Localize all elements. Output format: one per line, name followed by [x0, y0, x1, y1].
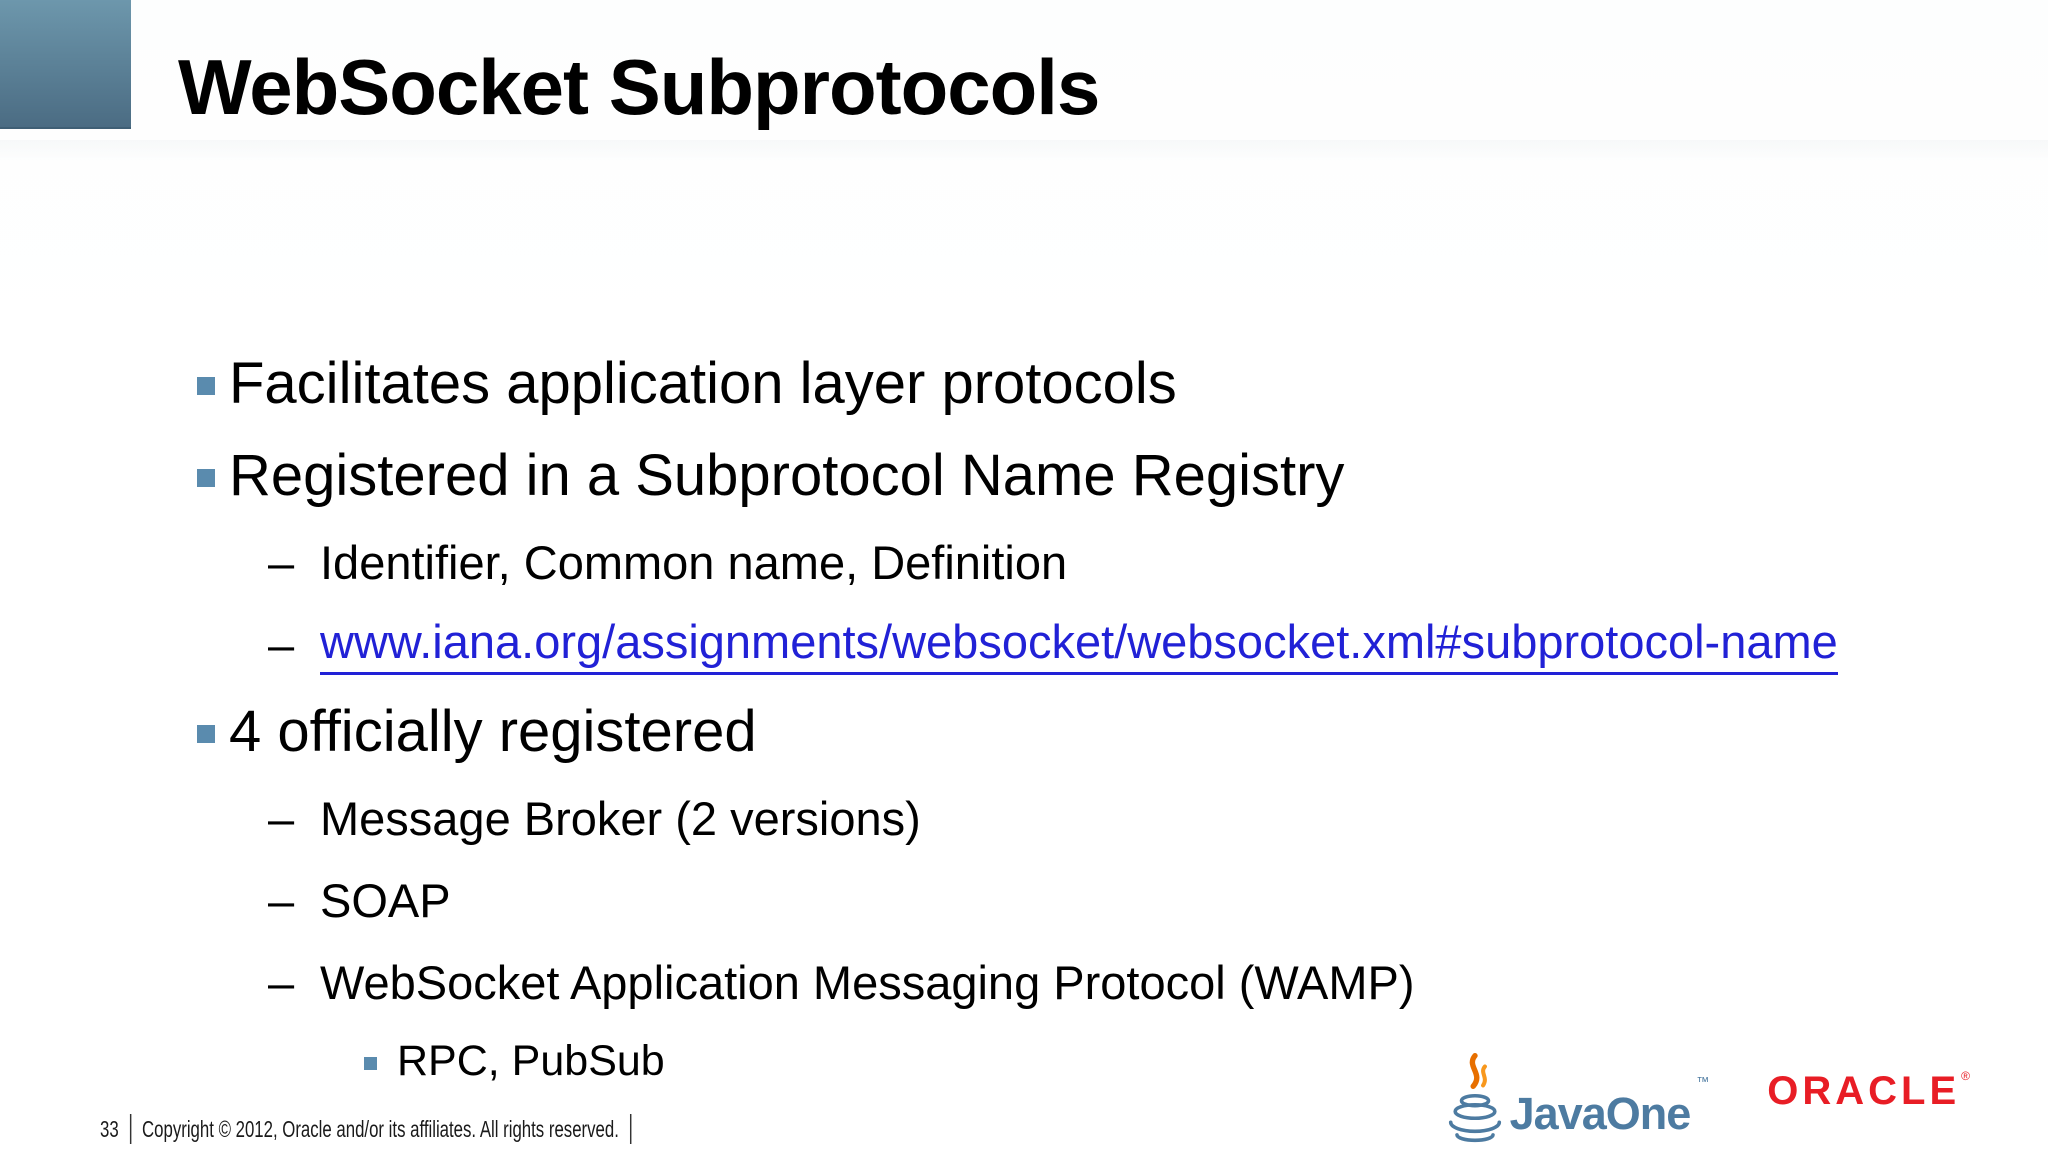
logo-area: JavaOne ™ ORACLE ®	[1448, 1052, 1970, 1144]
footer: 33 Copyright © 2012, Oracle and/or its a…	[100, 1114, 632, 1144]
bullet-text: SOAP	[320, 873, 451, 927]
bullet-item: –WebSocket Application Messaging Protoco…	[0, 954, 2028, 1010]
bullet-text: Registered in a Subprotocol Name Registr…	[229, 442, 1345, 508]
oracle-registered-symbol: ®	[1961, 1069, 1970, 1083]
footer-separator	[129, 1114, 132, 1144]
bullet-item: –SOAP	[0, 872, 2028, 928]
iana-registry-link[interactable]: www.iana.org/assignments/websocket/webso…	[320, 614, 1838, 675]
oracle-wordmark: ORACLE	[1767, 1069, 1961, 1113]
page-number: 33	[100, 1115, 119, 1142]
bullet-text: Message Broker (2 versions)	[320, 791, 921, 845]
bullet-item: –Message Broker (2 versions)	[0, 790, 2028, 846]
square-bullet-marker	[364, 1057, 377, 1070]
square-bullet-marker	[197, 725, 215, 743]
dash-marker: –	[268, 955, 295, 1009]
bullet-item: 4 officially registered	[0, 698, 2028, 764]
javaone-logo: JavaOne ™	[1448, 1052, 1710, 1144]
bullet-item: –www.iana.org/assignments/websocket/webs…	[0, 614, 2028, 675]
bullet-text: Facilitates application layer protocols	[229, 350, 1177, 416]
bullet-item: –Identifier, Common name, Definition	[0, 534, 2028, 590]
bullet-item: Facilitates application layer protocols	[0, 350, 2028, 416]
square-bullet-marker	[197, 469, 215, 487]
bullet-item: Registered in a Subprotocol Name Registr…	[0, 442, 2028, 508]
bullet-text: 4 officially registered	[229, 698, 757, 764]
dash-marker: –	[268, 791, 295, 845]
bullet-text: Identifier, Common name, Definition	[320, 535, 1068, 589]
square-bullet-marker	[197, 377, 215, 395]
bullet-item: RPC, PubSub	[0, 1036, 2028, 1086]
oracle-logo: ORACLE ®	[1767, 1069, 1970, 1125]
javaone-trademark-symbol: ™	[1696, 1074, 1710, 1089]
dash-marker: –	[268, 873, 295, 927]
footer-separator	[629, 1114, 632, 1144]
java-coffee-cup-icon	[1448, 1052, 1501, 1143]
corner-decoration	[0, 0, 131, 129]
dash-marker: –	[268, 617, 295, 671]
slide-title: WebSocket Subprotocols	[178, 43, 1100, 131]
dash-marker: –	[268, 535, 295, 589]
bullet-text: WebSocket Application Messaging Protocol…	[320, 955, 1415, 1009]
bullet-text: RPC, PubSub	[397, 1036, 665, 1085]
javaone-wordmark: JavaOne	[1509, 1088, 1692, 1139]
copyright-text: Copyright © 2012, Oracle and/or its affi…	[142, 1115, 619, 1142]
